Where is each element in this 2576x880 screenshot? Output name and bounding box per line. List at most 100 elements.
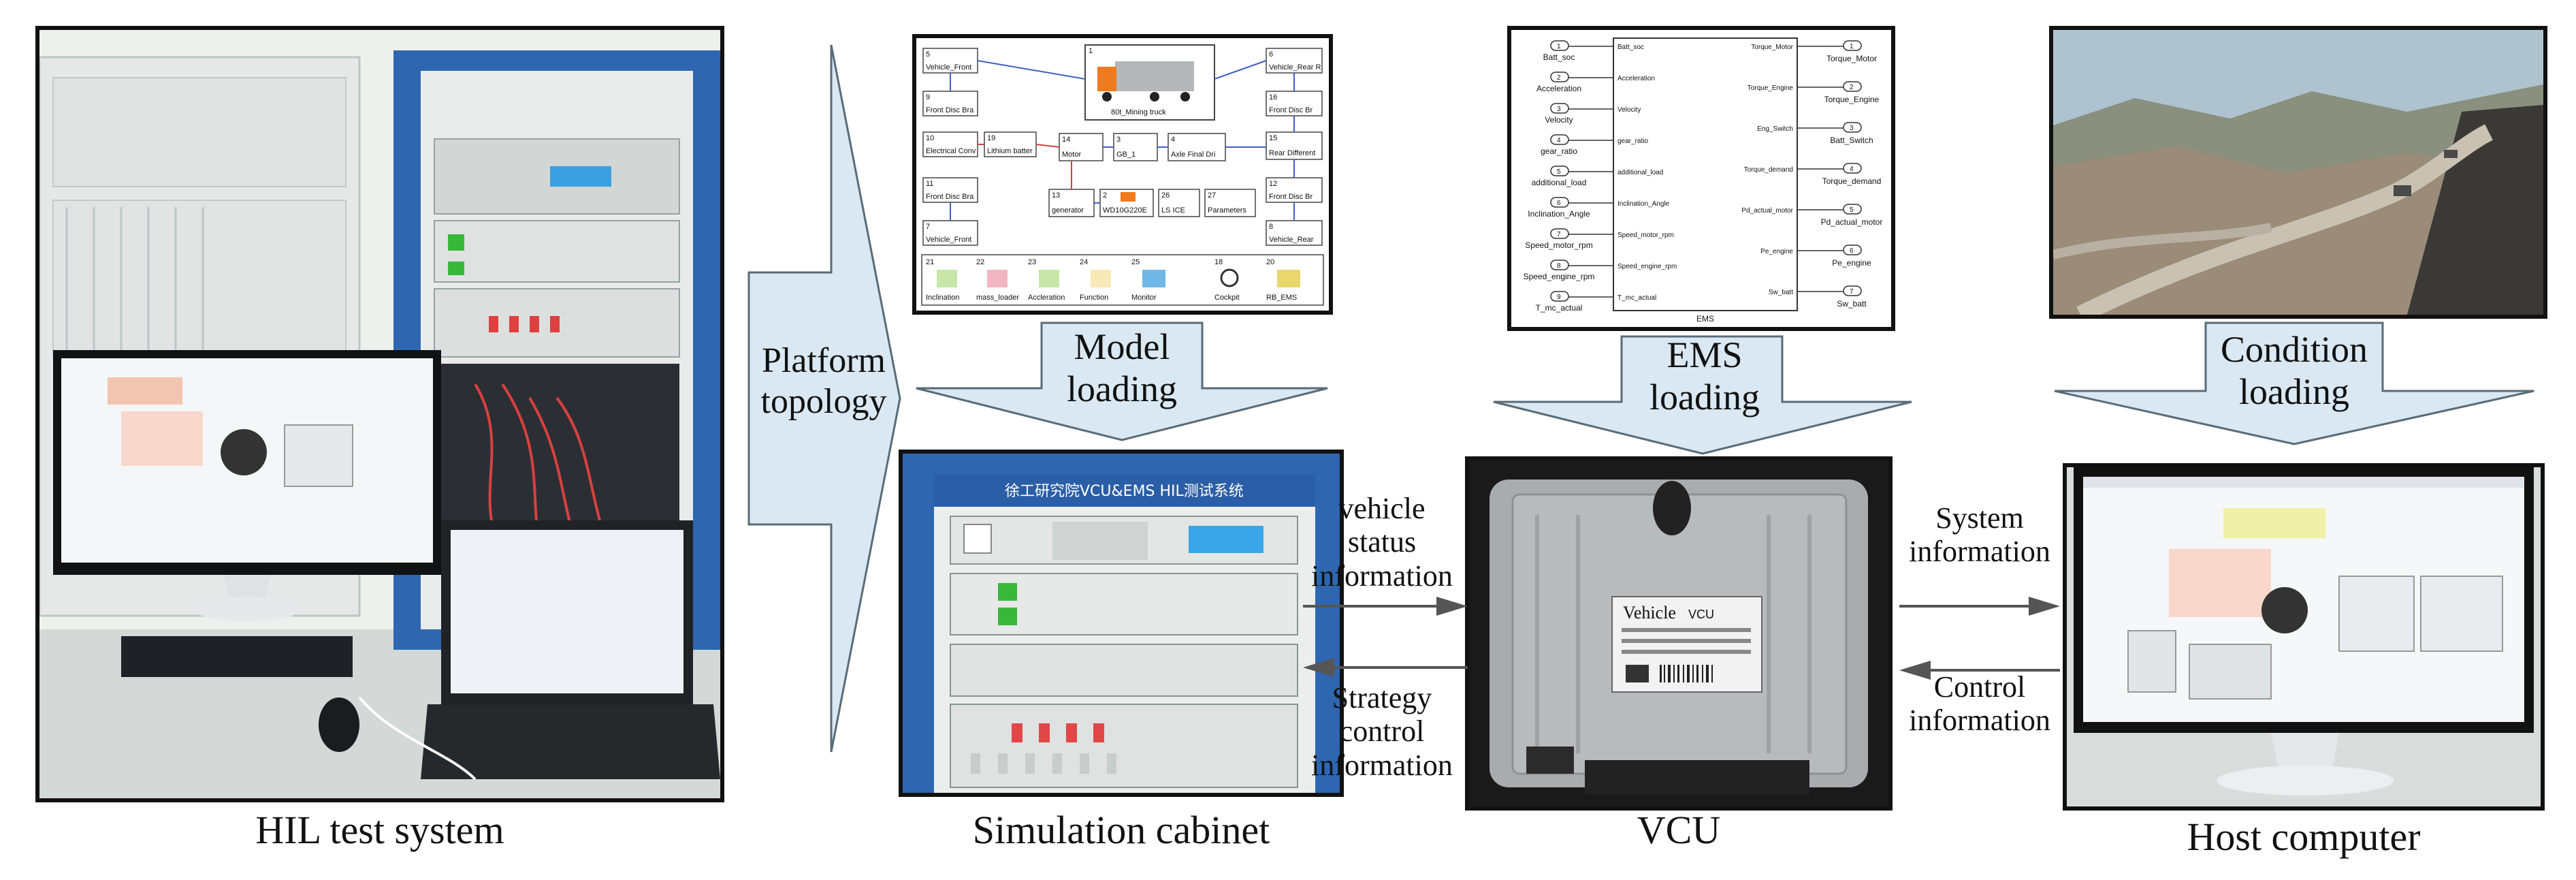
- model-block-num-15: 15: [1269, 134, 1277, 142]
- ems-output-oval: [1843, 81, 1862, 92]
- platform-label-line-1: Platform: [762, 341, 886, 380]
- system-information-label: System information: [1894, 501, 2065, 569]
- ems-input-oval: [1550, 134, 1569, 145]
- ems-output-label: Torque_Motor: [1826, 54, 1877, 63]
- hil-lab-illustration: [39, 30, 720, 798]
- mining-road-illustration: [2053, 30, 2543, 315]
- ems-output-oval: [1843, 285, 1862, 296]
- ems-output-num: 5: [1850, 206, 1854, 214]
- ems-input-oval: [1550, 40, 1569, 51]
- ems-output-port-name: Eng_Switch: [1757, 125, 1793, 133]
- model-block-num-26: 26: [1161, 191, 1170, 200]
- system-info-line-1: System: [1935, 501, 2024, 535]
- ems-output-oval: [1843, 204, 1862, 215]
- system-information-arrow: [1899, 597, 2060, 616]
- model-block-label-26: LS ICE: [1161, 206, 1185, 215]
- model-block-label-20: RB_EMS: [1266, 294, 1297, 302]
- ems-input-port-name: Speed_motor_rpm: [1617, 232, 1674, 239]
- ems-input-label: Velocity: [1545, 115, 1573, 125]
- ems-input-port-name: Batt_soc: [1617, 44, 1644, 51]
- model-block-label-9: Front Disc Bra: [926, 106, 974, 114]
- ems-output-oval: [1843, 163, 1862, 174]
- caption-hil-test-system: HIL test system: [255, 808, 504, 852]
- ems-output-num: 6: [1850, 247, 1854, 255]
- ems-output-port-name: Pe_engine: [1760, 248, 1793, 255]
- ems-input-oval: [1550, 291, 1569, 302]
- ems-input-oval: [1550, 72, 1569, 82]
- ems-output-label: Torque_Engine: [1824, 95, 1880, 104]
- model-block-label-15: Rear Different: [1269, 149, 1315, 157]
- control-information-arrow: [1899, 661, 2060, 680]
- ems-output-port-name: Torque_Motor: [1751, 44, 1793, 51]
- ems-output-port-name: Sw_batt: [1769, 289, 1793, 296]
- cabinet-illustration: 徐工研究院VCU&EMS HIL测试系统: [903, 454, 1340, 793]
- model-loading-arrow: [916, 321, 1328, 441]
- caption-vcu: VCU: [1637, 808, 1721, 852]
- model-block-label-21: Inclination: [926, 294, 960, 302]
- vehicle-status-line-1: vehicle: [1338, 492, 1426, 525]
- ems-output-num: 3: [1850, 125, 1854, 132]
- model-block-label-25: Monitor: [1131, 294, 1157, 302]
- model-block-num-23: 23: [1028, 258, 1036, 266]
- ems-output-num: 1: [1850, 43, 1854, 50]
- strategy-line-1: Strategy: [1332, 681, 1432, 714]
- model-block-num-24: 24: [1080, 258, 1088, 266]
- model-block-label-16: Front Disc Br: [1269, 106, 1313, 114]
- ems-output-label: Batt_Switch: [1830, 136, 1873, 145]
- strategy-control-label: Strategy control information: [1299, 681, 1465, 782]
- strategy-control-arrow: [1303, 658, 1468, 677]
- ems-output-port-name: Torque_Engine: [1748, 84, 1794, 92]
- model-loading-label: Model loading: [1040, 326, 1204, 410]
- condition-label-line-2: loading: [2239, 371, 2349, 413]
- model-block-label-22: mass_loader: [976, 294, 1019, 302]
- model-block-num-27: 27: [1208, 191, 1216, 200]
- strategy-line-3: information: [1311, 748, 1453, 782]
- ems-loading-arrow: [1493, 335, 1912, 455]
- ems-block-name: EMS: [1696, 314, 1714, 324]
- vcu-photo: Vehicle VCU: [1465, 456, 1893, 811]
- platform-topology-label: Platform topology: [749, 341, 899, 422]
- caption-host-computer: Host computer: [2187, 815, 2421, 859]
- ems-output-label: Torque_demand: [1822, 176, 1882, 186]
- ems-input-num: 2: [1557, 74, 1561, 82]
- ems-input-label: additional_load: [1532, 178, 1587, 187]
- model-block-num-13: 13: [1052, 191, 1060, 200]
- model-block-num-14: 14: [1062, 136, 1070, 144]
- model-block-num-4: 4: [1171, 136, 1175, 144]
- simulation-cabinet-photo: 徐工研究院VCU&EMS HIL测试系统: [899, 450, 1344, 797]
- ems-inputs: 1Batt_socBatt_soc2AccelerationAccelerati…: [1524, 40, 1677, 313]
- simulink-model-diagram: 1 80t_Mining truck 5 Vehicle_Front 9 Fro…: [912, 34, 1333, 315]
- model-block-label-24: Function: [1080, 294, 1108, 302]
- model-block-num-3: 3: [1116, 136, 1121, 144]
- host-computer-illustration: [2067, 467, 2541, 806]
- model-block-num-12: 12: [1269, 180, 1277, 188]
- ems-output-oval: [1843, 245, 1862, 255]
- ems-output-label: Pe_engine: [1832, 258, 1871, 268]
- model-block-label-1: 80t_Mining truck: [1111, 108, 1166, 116]
- model-block-num-21: 21: [926, 258, 934, 266]
- ems-input-port-name: Inclination_Angle: [1617, 200, 1670, 208]
- model-block-num-2: 2: [1103, 191, 1107, 200]
- vcu-label-brand: Vehicle: [1623, 603, 1676, 623]
- ems-input-label: Speed_engine_rpm: [1524, 272, 1595, 281]
- vcu-label-model: VCU: [1688, 608, 1714, 621]
- ems-input-port-name: additional_load: [1617, 169, 1663, 176]
- control-info-line-2: information: [1909, 704, 2050, 738]
- host-computer-photo: [2063, 463, 2545, 811]
- ems-svg: EMS 1Batt_socBatt_soc2AccelerationAccele…: [1524, 37, 1882, 324]
- ems-output-port-name: Pd_actual_motor: [1741, 207, 1793, 215]
- ems-input-port-name: Speed_engine_rpm: [1617, 263, 1677, 270]
- strategy-line-2: control: [1339, 714, 1425, 749]
- ems-input-num: 9: [1557, 294, 1561, 301]
- model-block-label-4: Axle Final Dri: [1171, 151, 1215, 159]
- ems-output-num: 7: [1850, 288, 1854, 296]
- system-info-line-2: information: [1909, 535, 2050, 569]
